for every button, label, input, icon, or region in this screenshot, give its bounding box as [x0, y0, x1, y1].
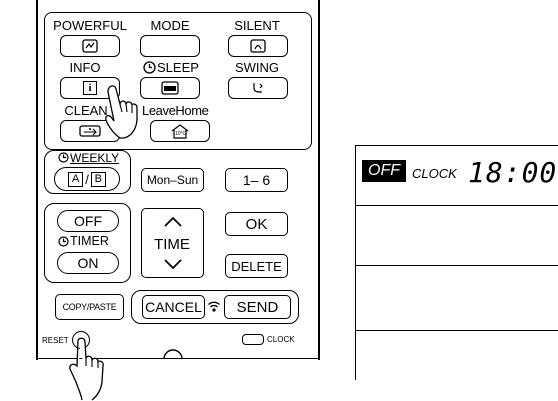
- house-icon-temp: 10°C: [175, 130, 187, 137]
- sleep-label: SLEEP: [157, 60, 199, 75]
- ok-button[interactable]: OK: [225, 212, 288, 236]
- weekly-slash: /: [85, 171, 89, 187]
- time-down-icon[interactable]: [162, 257, 184, 271]
- display-panel: [355, 145, 558, 380]
- display-divider-1: [355, 205, 558, 207]
- time-adjust-button[interactable]: TIME: [141, 208, 204, 278]
- off-badge: OFF: [362, 160, 406, 182]
- one-six-button[interactable]: 1– 6: [225, 168, 288, 192]
- top-button-group: [44, 12, 312, 150]
- mon-sun-label: Mon–Sun: [146, 173, 199, 187]
- mon-sun-button[interactable]: Mon–Sun: [141, 168, 204, 192]
- timer-on-label: ON: [77, 255, 99, 271]
- swing-button[interactable]: [228, 77, 288, 99]
- clean-icon: [79, 125, 101, 137]
- remote-right-edge: [318, 0, 320, 360]
- weekly-a-box: A: [68, 171, 84, 187]
- silent-button[interactable]: [228, 35, 288, 57]
- timer-off-label: OFF: [74, 213, 102, 229]
- swing-icon: [253, 83, 263, 93]
- silent-label: SILENT: [234, 18, 280, 33]
- hand-pointer-reset-icon: [69, 337, 104, 401]
- clock-button[interactable]: [242, 334, 264, 345]
- time-up-icon[interactable]: [162, 215, 184, 229]
- leave-home-button[interactable]: 10°C: [150, 120, 210, 142]
- remote-left-edge: [36, 0, 38, 360]
- clean-label: CLEAN: [64, 103, 108, 118]
- delete-button[interactable]: DELETE: [225, 254, 288, 278]
- copy-paste-label: COPY/PASTE: [62, 302, 117, 312]
- weekly-timer-icon: [58, 152, 69, 163]
- time-label: TIME: [154, 236, 190, 253]
- clean-button[interactable]: [60, 120, 120, 142]
- powerful-icon: [82, 39, 98, 53]
- timer-on-button[interactable]: ON: [57, 252, 119, 274]
- weekly-b-box: B: [90, 171, 106, 187]
- timer-icon: [58, 236, 69, 247]
- wireless-signal-icon: [208, 301, 220, 312]
- cancel-send-group: [131, 290, 299, 324]
- hand-pointer-icon: [105, 85, 138, 139]
- one-six-label: 1– 6: [242, 172, 271, 188]
- weekly-label: WEEKLY: [70, 151, 120, 165]
- powerful-label: POWERFUL: [53, 18, 127, 33]
- timer-group: [44, 203, 131, 283]
- powerful-button[interactable]: [60, 35, 120, 57]
- mode-label: MODE: [150, 18, 190, 33]
- send-button[interactable]: SEND: [224, 295, 291, 319]
- copy-paste-button[interactable]: COPY/PASTE: [55, 294, 124, 320]
- house-icon: 10°C: [171, 123, 189, 139]
- sleep-timer-icon: [143, 61, 156, 74]
- info-button[interactable]: i: [60, 77, 120, 99]
- delete-label: DELETE: [231, 258, 282, 274]
- bed-icon: [161, 81, 179, 95]
- send-label: SEND: [236, 298, 279, 316]
- clock-button-label: CLOCK: [267, 335, 295, 344]
- display-divider-2: [355, 265, 558, 267]
- display-clock-label: CLOCK: [412, 166, 457, 181]
- remote-bottom-line: [36, 358, 320, 360]
- info-icon: i: [83, 81, 97, 95]
- cancel-button[interactable]: CANCEL: [142, 295, 205, 319]
- weekly-ab-button[interactable]: A / B: [54, 167, 120, 191]
- sleep-button[interactable]: [140, 77, 200, 99]
- weekly-group: [44, 150, 131, 194]
- display-time: 18:00: [468, 156, 558, 189]
- off-badge-label: OFF: [368, 162, 400, 179]
- cancel-label: CANCEL: [145, 299, 202, 315]
- remote-notch: [163, 349, 183, 360]
- display-divider-3: [355, 330, 558, 332]
- mode-button[interactable]: [140, 35, 200, 57]
- info-label: INFO: [69, 60, 101, 75]
- timer-off-button[interactable]: OFF: [57, 210, 119, 232]
- swing-label: SWING: [234, 60, 280, 75]
- timer-label: TIMER: [70, 234, 109, 248]
- reset-label: RESET: [42, 336, 69, 345]
- ok-label: OK: [245, 215, 268, 233]
- silent-icon: [250, 39, 266, 53]
- leave-home-label: LeaveHome: [142, 103, 209, 118]
